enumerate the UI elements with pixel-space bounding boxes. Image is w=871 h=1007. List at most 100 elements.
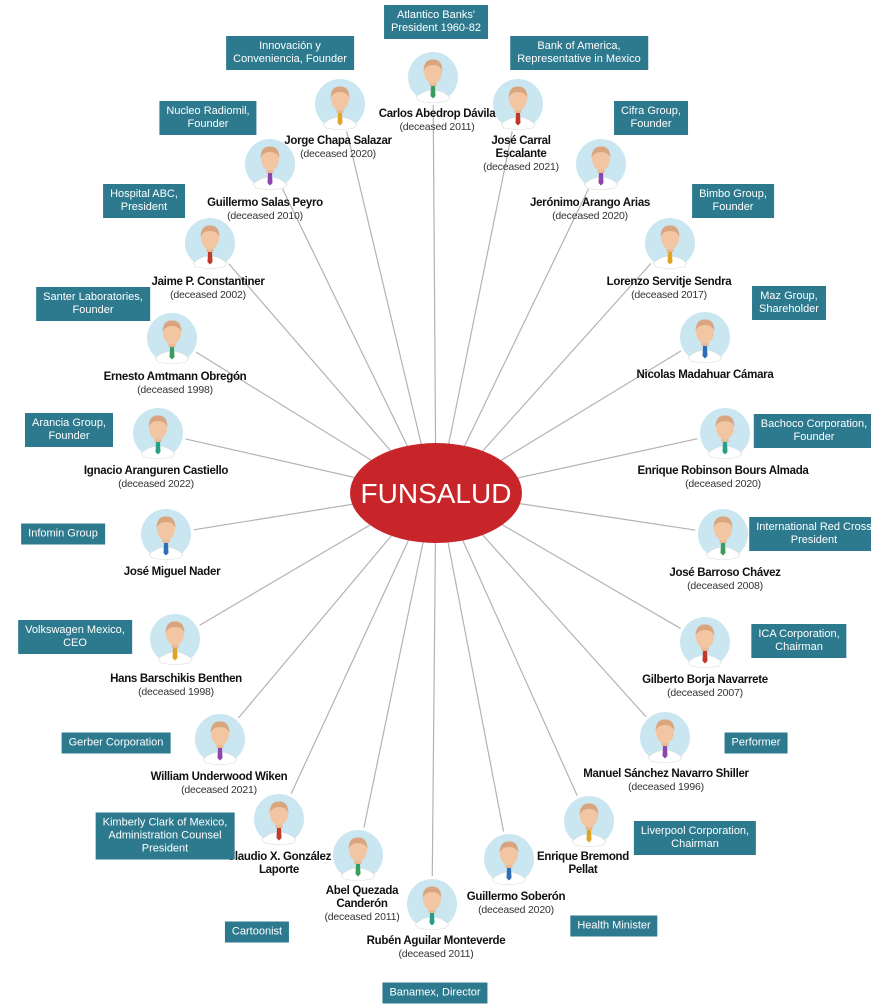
person-label: Claudio X. González Laporte	[226, 851, 332, 877]
person-name: Enrique Robinson Bours Almada	[637, 465, 809, 477]
person-name: Jorge Chapa Salazar	[284, 135, 392, 147]
connector-line	[453, 188, 589, 469]
connector-line	[462, 513, 647, 717]
person-avatar-icon	[680, 312, 730, 363]
connector-line	[238, 513, 411, 719]
person-name: Jerónimo Arango Arias	[529, 197, 651, 209]
person-label: José Carral Escalante(deceased 2021)	[483, 135, 559, 173]
person-avatar-icon	[680, 617, 730, 668]
role-badge: Santer Laboratories, Founder	[36, 287, 150, 321]
avatar-group	[133, 52, 750, 930]
person-name: Nicolas Madahuar Cámara	[636, 369, 774, 381]
person-name: Hans Barschikis Benthen	[110, 673, 242, 685]
role-badge: Banamex, Director	[382, 982, 488, 1004]
person-label: Guillermo Salas Peyro(deceased 2010)	[207, 197, 323, 222]
person-deceased-note: (deceased 2021)	[483, 161, 559, 173]
person-label: José Miguel Nader	[124, 566, 221, 579]
person-avatar-icon	[195, 714, 245, 765]
role-badge: Liverpool Corporation, Chairman	[633, 821, 757, 855]
role-badge: Arancia Group, Founder	[25, 413, 113, 447]
person-label: Lorenzo Servitje Sendra(deceased 2017)	[607, 276, 732, 301]
person-deceased-note: (deceased 2002)	[170, 289, 246, 301]
person-name: Rubén Aguilar Monteverde	[366, 935, 506, 947]
person-label: Abel Quezada Canderón(deceased 2011)	[324, 885, 399, 923]
person-label: Hans Barschikis Benthen(deceased 1998)	[110, 673, 242, 698]
person-deceased-note: (deceased 2011)	[399, 121, 475, 133]
person-avatar-icon	[493, 79, 543, 130]
connector-line	[195, 351, 402, 480]
person-deceased-note: (deceased 1996)	[628, 781, 704, 793]
person-name: José Barroso Chávez	[669, 567, 781, 579]
person-avatar-icon	[407, 879, 457, 930]
person-avatar-icon	[408, 52, 458, 103]
role-badge: Gerber Corporation	[61, 732, 171, 754]
person-name: Guillermo Salas Peyro	[207, 197, 323, 209]
person-name: William Underwood Wiken	[150, 771, 288, 783]
person-avatar-icon	[315, 79, 365, 130]
person-deceased-note: (deceased 2022)	[118, 478, 194, 490]
connector-line	[228, 263, 410, 473]
person-label: William Underwood Wiken(deceased 2021)	[151, 771, 288, 796]
person-avatar-icon	[141, 509, 191, 560]
role-badge: Maz Group, Shareholder	[752, 286, 826, 320]
person-name: Enrique Bremond Pellat	[537, 851, 629, 876]
person-label: Rubén Aguilar Monteverde(deceased 2011)	[367, 935, 506, 960]
person-avatar-icon	[147, 313, 197, 364]
role-badge: Cifra Group, Founder	[614, 101, 688, 135]
person-label: Manuel Sánchez Navarro Shiller(deceased …	[583, 768, 749, 793]
person-deceased-note: (deceased 2010)	[227, 210, 303, 222]
person-label: José Barroso Chávez(deceased 2008)	[669, 567, 781, 592]
connector-line	[290, 517, 420, 795]
person-deceased-note: (deceased 2020)	[552, 210, 628, 222]
person-name: Ernesto Amtmann Obregón	[103, 371, 247, 383]
person-name: José Carral Escalante	[491, 135, 551, 160]
person-name: José Miguel Nader	[123, 566, 221, 578]
person-deceased-note: (deceased 1998)	[137, 384, 213, 396]
role-badge: Bank of America, Representative in Mexic…	[510, 36, 648, 70]
person-deceased-note: (deceased 2020)	[300, 148, 376, 160]
role-badge: International Red Cross President	[749, 517, 871, 551]
connector-line	[462, 263, 652, 473]
person-name: Manuel Sánchez Navarro Shiller	[583, 768, 749, 780]
person-deceased-note: (deceased 2017)	[631, 289, 707, 301]
role-badge: Hospital ABC, President	[103, 184, 185, 218]
person-label: Guillermo Soberón(deceased 2020)	[466, 891, 566, 916]
person-deceased-note: (deceased 1998)	[138, 686, 214, 698]
person-name: Carlos Abedrop Dávila	[378, 108, 496, 120]
person-avatar-icon	[576, 139, 626, 190]
person-label: Enrique Bremond Pellat	[537, 851, 629, 877]
person-deceased-note: (deceased 2020)	[685, 478, 761, 490]
connector-line	[363, 520, 429, 828]
person-label: Nicolas Madahuar Cámara	[637, 369, 774, 382]
person-label: Ernesto Amtmann Obregón(deceased 1998)	[104, 371, 247, 396]
person-avatar-icon	[245, 139, 295, 190]
funsalud-hub-ellipse	[350, 443, 522, 543]
connector-line	[443, 131, 513, 466]
person-name: Guillermo Soberón	[466, 891, 566, 903]
person-avatar-icon	[484, 834, 534, 885]
person-deceased-note: (deceased 2008)	[687, 580, 763, 592]
person-deceased-note: (deceased 2021)	[181, 784, 257, 796]
role-badge: Bimbo Group, Founder	[692, 184, 774, 218]
person-name: Jaime P. Constantiner	[151, 276, 265, 288]
person-avatar-icon	[640, 712, 690, 763]
person-avatar-icon	[698, 509, 748, 560]
connector-line	[282, 188, 419, 469]
person-avatar-icon	[645, 218, 695, 269]
funsalud-hub-label: FUNSALUD	[361, 478, 512, 509]
person-name: Ignacio Aranguren Castiello	[83, 465, 229, 477]
person-label: Jerónimo Arango Arias(deceased 2020)	[530, 197, 650, 222]
person-avatar-icon	[133, 408, 183, 459]
person-name: Claudio X. González Laporte	[226, 851, 332, 876]
person-avatar-icon	[700, 408, 750, 459]
person-name: Lorenzo Servitje Sendra	[606, 276, 732, 288]
person-deceased-note: (deceased 2011)	[324, 911, 400, 923]
person-avatar-icon	[150, 614, 200, 665]
connector-line	[470, 350, 682, 480]
role-badge: Volkswagen Mexico, CEO	[18, 620, 132, 654]
role-badge: Performer	[724, 732, 788, 754]
connector-line	[443, 520, 505, 832]
person-avatar-icon	[185, 218, 235, 269]
